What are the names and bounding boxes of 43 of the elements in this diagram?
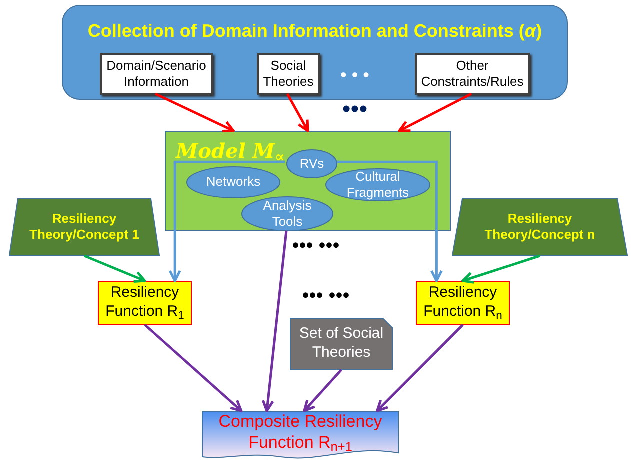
- concept-trapezoid: [9, 198, 160, 256]
- info-box: [100, 53, 213, 95]
- arrow: [337, 160, 443, 282]
- component-ellipse: [325, 168, 431, 202]
- node-text: Resiliency Theory/Concept 1: [28, 210, 140, 244]
- node-text: Resiliency Function R$_{1}$: [104, 284, 186, 322]
- node-text: RVs: [298, 156, 326, 172]
- arrow: [462, 254, 540, 284]
- ellipsis: ••• •••: [291, 236, 341, 256]
- node-text: Networks: [205, 174, 262, 191]
- node-text: Cultural Fragments: [346, 168, 410, 202]
- arrow: [376, 324, 464, 412]
- arrow: [168, 160, 285, 282]
- function-box: [416, 281, 510, 325]
- node-text: Domain/Scenario Information: [106, 58, 208, 90]
- arrow: [286, 93, 310, 132]
- model-box: [165, 131, 451, 231]
- document-box: [202, 411, 399, 461]
- function-box: [98, 281, 192, 325]
- box-title: Collection of Domain Information and Constraints (α): [86, 20, 544, 43]
- arrow: [262, 230, 288, 412]
- component-ellipse: [241, 196, 334, 232]
- note-box: [290, 318, 393, 370]
- node-text: Analysis Tools: [262, 198, 313, 230]
- node-text: Set of Social Theories: [298, 325, 385, 363]
- arrow: [303, 369, 342, 412]
- node-text: Other Constraints/Rules: [420, 58, 525, 90]
- node-text: Resiliency Function R$_{n}$: [422, 284, 504, 322]
- component-ellipse: [286, 149, 338, 179]
- ellipsis: ••• •••: [301, 286, 351, 306]
- group-panel: [62, 5, 568, 100]
- arrow: [154, 92, 235, 132]
- component-ellipse: [186, 166, 281, 199]
- node-text: Social Theories: [262, 58, 315, 90]
- node-text: Composite Resiliency Function R$_{n+1}$: [218, 410, 384, 454]
- box-title: Model M$_{∝}$: [176, 138, 285, 166]
- node-text: Resiliency Theory/Concept n: [484, 210, 596, 244]
- arrow: [84, 254, 146, 284]
- concept-trapezoid: [452, 198, 628, 256]
- arrow: [398, 92, 472, 132]
- ellipsis: • • •: [340, 66, 370, 84]
- arrow: [144, 324, 243, 412]
- ellipsis: •••: [341, 98, 369, 122]
